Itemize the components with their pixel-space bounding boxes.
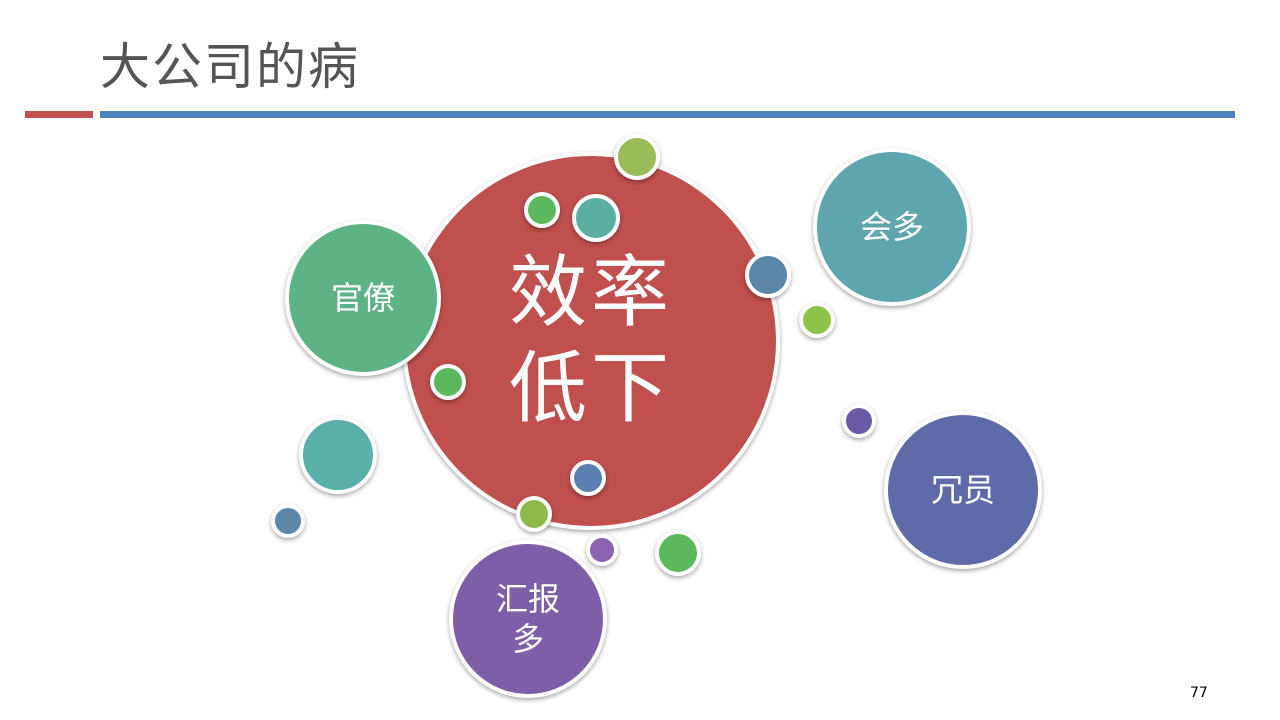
bubble-many-meetings: 会多 [813, 148, 971, 306]
small-bubble-steel-3 [271, 504, 305, 538]
small-bubble-green-3 [655, 530, 701, 576]
bubble-many-meetings-label: 会多 [859, 208, 924, 246]
bubble-low-efficiency-line1: 效率 [508, 248, 673, 338]
small-bubble-green-1 [524, 192, 560, 228]
bubble-many-reports: 汇报 多 [449, 540, 607, 698]
small-bubble-olive-top [614, 134, 660, 180]
title-rule-blue [100, 111, 1235, 118]
page-number: 77 [1190, 685, 1208, 701]
small-bubble-purple-1 [842, 404, 876, 438]
small-bubble-teal-2 [299, 416, 377, 494]
small-bubble-green-2 [430, 364, 466, 400]
small-bubble-olive-2 [799, 302, 835, 338]
bubble-redundant-staff-label: 冗员 [930, 471, 995, 509]
bubble-many-reports-line2: 多 [511, 620, 544, 658]
small-bubble-olive-3 [516, 496, 552, 532]
small-bubble-steel-1 [745, 252, 791, 298]
small-bubble-purple-2 [586, 534, 618, 566]
bubble-low-efficiency-line2: 低下 [508, 344, 673, 434]
bubble-bureaucracy-label: 官僚 [330, 279, 395, 317]
bubble-bureaucracy: 官僚 [285, 220, 441, 376]
title-rule-red [25, 111, 93, 118]
small-bubble-steel-2 [570, 460, 606, 496]
slide-title: 大公司的病 [100, 38, 360, 96]
bubble-redundant-staff: 冗员 [884, 411, 1042, 569]
small-bubble-teal-1 [572, 194, 620, 242]
bubble-many-reports-line1: 汇报 [495, 580, 560, 618]
